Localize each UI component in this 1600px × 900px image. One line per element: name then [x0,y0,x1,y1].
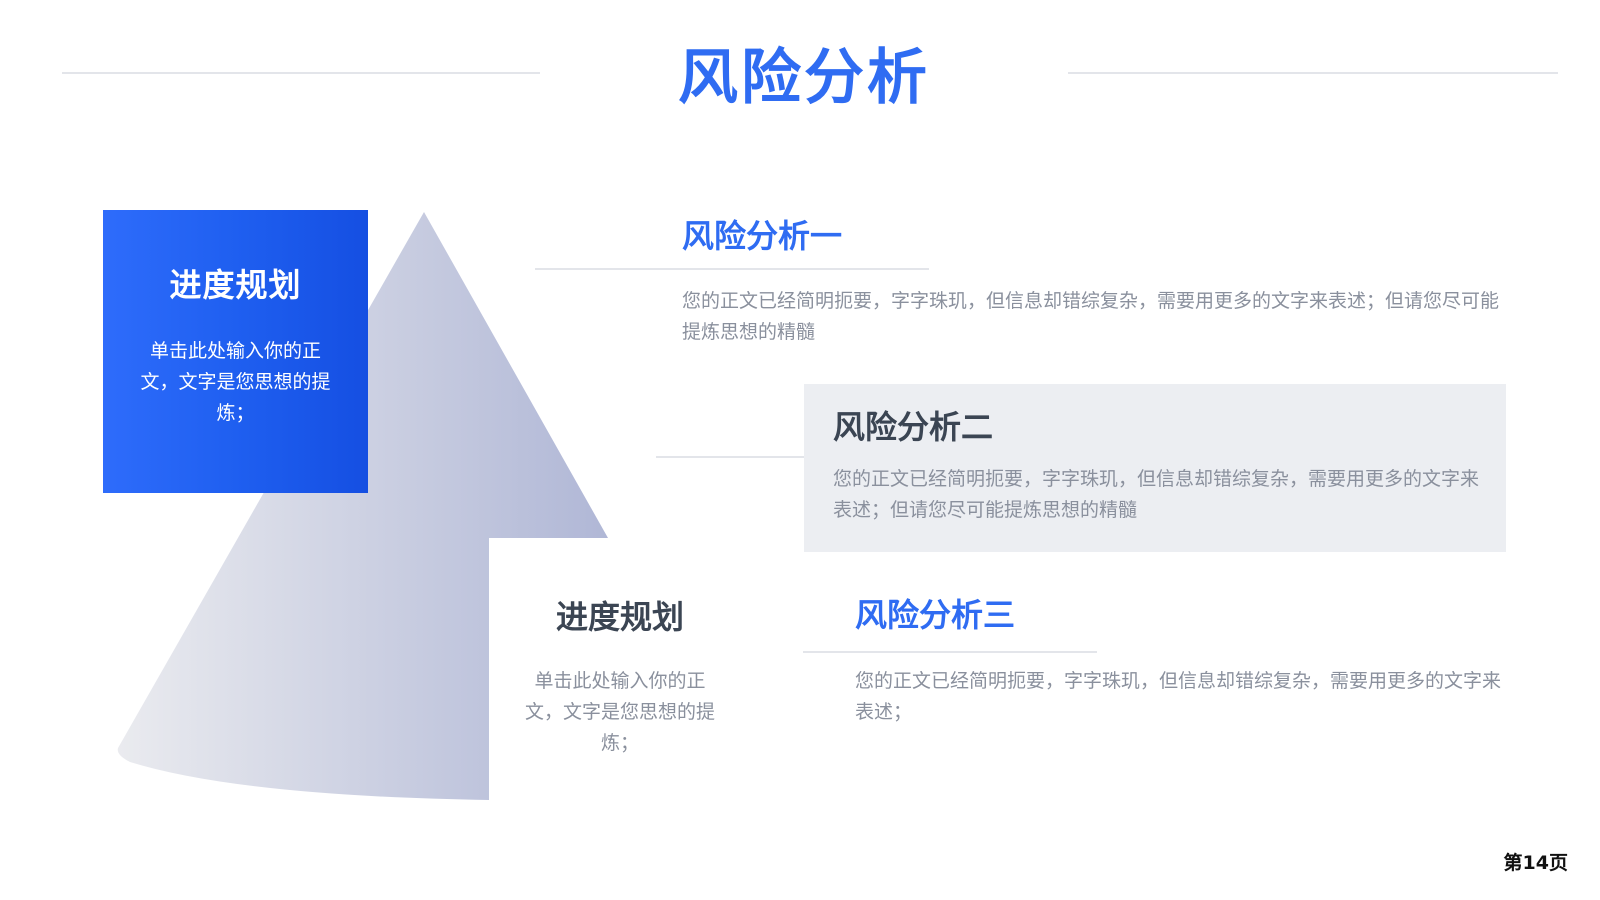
blue-card-title: 进度规划 [169,266,302,304]
risk-2-panel [804,384,1506,552]
risk-2-connector [656,456,804,458]
risk-1-title: 风险分析一 [682,217,843,255]
risk-2-title: 风险分析二 [833,408,994,446]
risk-1-divider [535,268,929,270]
risk-2-text: 您的正文已经简明扼要，字字珠玑，但信息却错综复杂，需要用更多的文字来表述；但请您… [833,468,1480,521]
arrow-shape [117,212,608,800]
title-divider-right [1068,72,1558,74]
risk-1-text: 您的正文已经简明扼要，字字珠玑，但信息却错综复杂，需要用更多的文字来表述；但请您… [682,290,1500,343]
page-number: 第14页 [1503,852,1568,874]
blue-card-text: 单击此处输入你的正文，文字是您思想的提炼； [140,340,331,424]
risk-3-text: 您的正文已经简明扼要，字字珠玑，但信息却错综复杂，需要用更多的文字来表述； [855,670,1502,723]
middle-block-title: 进度规划 [555,598,684,636]
blue-card: 进度规划 单击此处输入你的正文，文字是您思想的提炼； [103,210,368,493]
risk-3-title: 风险分析三 [855,596,1016,634]
page-title: 风险分析 [678,43,930,113]
risk-3-divider [803,651,1097,653]
title-divider-left [62,72,540,74]
middle-block-text: 单击此处输入你的正文，文字是您思想的提炼； [525,670,716,754]
